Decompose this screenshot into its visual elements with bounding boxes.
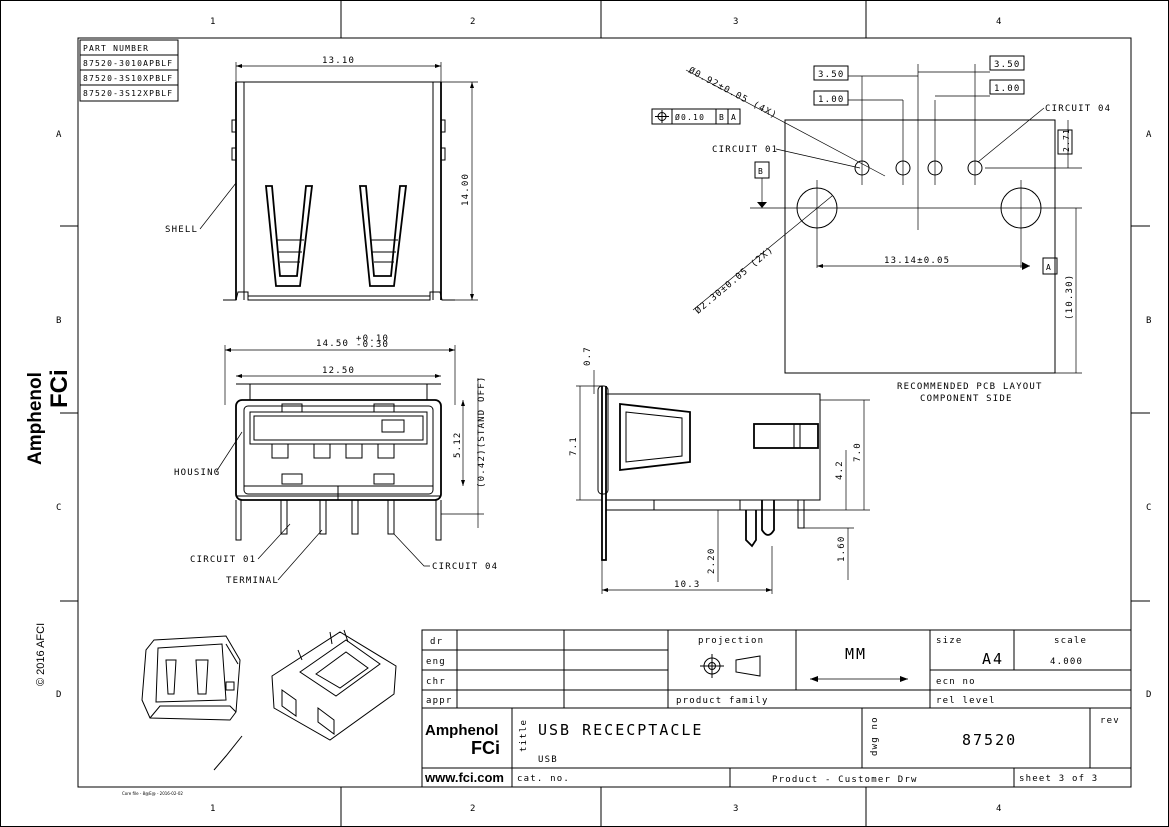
- pcb-caption-line2: COMPONENT SIDE: [920, 394, 1013, 404]
- pcb-circuit1-label: CIRCUIT 01: [712, 145, 778, 155]
- zone-row-labels: A B C D A B C D: [56, 130, 1153, 700]
- tb-cat-label: cat. no.: [517, 774, 570, 784]
- tb-product-family-label: product family: [676, 696, 769, 706]
- pcb-dim-3-50-right: 3.50: [994, 60, 1020, 70]
- tb-brand-line1: Amphenol: [425, 722, 498, 739]
- top-height-dim: 14.00: [461, 173, 471, 206]
- footer-note: Core file - 8@E@ - 2016-02-02: [122, 791, 183, 796]
- title-block: dr eng chr appr projection MM size A4 sc…: [421, 629, 1132, 788]
- col-label-2: 2: [470, 17, 477, 27]
- front-height-dim: 5.12: [453, 432, 463, 458]
- part-number-1: 87520-3010APBLF: [83, 59, 173, 68]
- pcb-caption-line1: RECOMMENDED PCB LAYOUT: [897, 382, 1043, 392]
- front-standoff-dim: (0.42)(STAND OFF): [477, 375, 487, 488]
- side-brand-line1: Amphenol: [25, 372, 46, 465]
- tb-eng-label: eng: [426, 657, 446, 667]
- tb-size-label: size: [936, 636, 962, 646]
- top-view-drawing: 13.10 14.00 SHELL: [165, 56, 478, 301]
- col-label-3-bottom: 3: [733, 804, 740, 814]
- part-number-header: PART NUMBER: [83, 44, 149, 53]
- tb-rel-label: rel level: [936, 696, 996, 706]
- tb-scale-label: scale: [1054, 636, 1087, 646]
- tb-brand-line2: FCi: [471, 738, 500, 758]
- pcb-dim-10-30: (10.30): [1065, 274, 1075, 320]
- tb-scale-value: 4.000: [1050, 657, 1083, 667]
- tb-projection-label: projection: [698, 636, 764, 646]
- pcb-dim-1-00-left: 1.00: [818, 95, 844, 105]
- pcb-datum-b: B: [758, 167, 764, 176]
- tb-sheet: sheet 3 of 3: [1019, 774, 1098, 784]
- col-label-3: 3: [733, 17, 740, 27]
- pcb-datum-a: A: [1046, 263, 1052, 272]
- front-view-drawing: 14.50 +0.10 -0.30 12.50 5.12 (0.42)(STAN…: [174, 334, 498, 586]
- col-label-1: 1: [210, 17, 217, 27]
- row-label-b-right: B: [1146, 316, 1153, 326]
- tb-dwg-no: 87520: [962, 731, 1017, 749]
- part-number-2: 87520-3S10XPBLF: [83, 74, 173, 83]
- side-dim-4-2: 4.2: [835, 460, 845, 480]
- projection-symbol: [700, 654, 761, 678]
- pcb-layout-drawing: 3.50 1.00 3.50 1.00 2.71 (10.30) 13.14±0…: [651, 55, 1111, 404]
- front-inner-dim: 12.50: [322, 366, 355, 376]
- pcb-position-tol: Ø0.10: [675, 112, 705, 122]
- row-label-b: B: [56, 316, 63, 326]
- tb-title-label: title: [519, 719, 529, 752]
- pcb-circuit4-label: CIRCUIT 04: [1045, 104, 1111, 114]
- zone-column-labels: 1 2 3 4 1 2 3 4: [210, 17, 1003, 814]
- row-label-c: C: [56, 503, 63, 513]
- col-label-1-bottom: 1: [210, 804, 217, 814]
- pcb-dim-1-00-right: 1.00: [994, 84, 1020, 94]
- row-label-d-right: D: [1146, 690, 1153, 700]
- side-dim-1-60: 1.60: [837, 536, 847, 562]
- col-label-4: 4: [996, 17, 1003, 27]
- front-width-tol-minus: -0.30: [356, 340, 389, 350]
- tb-rev-label: rev: [1100, 716, 1120, 726]
- row-label-c-right: C: [1146, 503, 1153, 513]
- side-view-drawing: 7.1 0.7 7.0 4.2 2.20 1.60 10.3: [569, 346, 870, 594]
- tb-website: www.fci.com: [424, 770, 504, 785]
- isometric-view-left: [141, 635, 243, 771]
- tb-size-value: A4: [982, 650, 1004, 668]
- tb-appr-label: appr: [426, 696, 452, 706]
- side-dim-7-1: 7.1: [569, 436, 579, 456]
- row-label-a: A: [56, 130, 63, 140]
- housing-label: HOUSING: [174, 468, 220, 478]
- front-width-dim: 14.50: [316, 339, 349, 349]
- tb-dwg-label: dwg no: [870, 716, 880, 756]
- side-brand-logo: Amphenol FCi: [25, 369, 73, 465]
- part-number-3: 87520-3S12XPBLF: [83, 89, 173, 98]
- tb-title: USB RECECPTACLE: [538, 721, 703, 739]
- front-circuit4-label: CIRCUIT 04: [432, 562, 498, 572]
- pcb-dim-2-71: 2.71: [1062, 128, 1071, 152]
- tb-drw-type: Product - Customer Drw: [772, 775, 918, 785]
- side-dim-0-7: 0.7: [583, 346, 593, 366]
- tb-chr-label: chr: [426, 677, 446, 687]
- pcb-fcf-datum-a: A: [731, 113, 737, 122]
- col-label-2-bottom: 2: [470, 804, 477, 814]
- front-width-tol-plus: +0.10: [356, 334, 389, 344]
- pcb-large-hole-dim: Ø2.30±0.05 (2X): [693, 244, 776, 316]
- pcb-dim-3-50-left: 3.50: [818, 70, 844, 80]
- tb-units: MM: [845, 645, 867, 663]
- pcb-fcf-datum-b: B: [719, 113, 725, 122]
- side-dim-10-3: 10.3: [674, 580, 700, 590]
- row-label-a-right: A: [1146, 130, 1153, 140]
- front-circuit1-label: CIRCUIT 01: [190, 555, 256, 565]
- side-dim-7-0: 7.0: [853, 442, 863, 462]
- copyright-text: © 2016 AFCI: [35, 623, 47, 686]
- tb-dr-label: dr: [430, 637, 443, 647]
- pcb-dim-13-14: 13.14±0.05: [884, 256, 950, 266]
- top-width-dim: 13.10: [322, 56, 355, 66]
- col-label-4-bottom: 4: [996, 804, 1003, 814]
- shell-label: SHELL: [165, 225, 198, 235]
- row-label-d: D: [56, 690, 63, 700]
- side-dim-2-20: 2.20: [707, 548, 717, 574]
- part-number-table: PART NUMBER 87520-3010APBLF 87520-3S10XP…: [79, 39, 179, 102]
- side-brand-line2: FCi: [46, 369, 73, 408]
- tb-ecn-label: ecn no: [936, 677, 976, 687]
- terminal-label: TERMINAL: [226, 576, 279, 586]
- isometric-view-right: [271, 629, 397, 741]
- tb-subtitle: USB: [538, 755, 558, 765]
